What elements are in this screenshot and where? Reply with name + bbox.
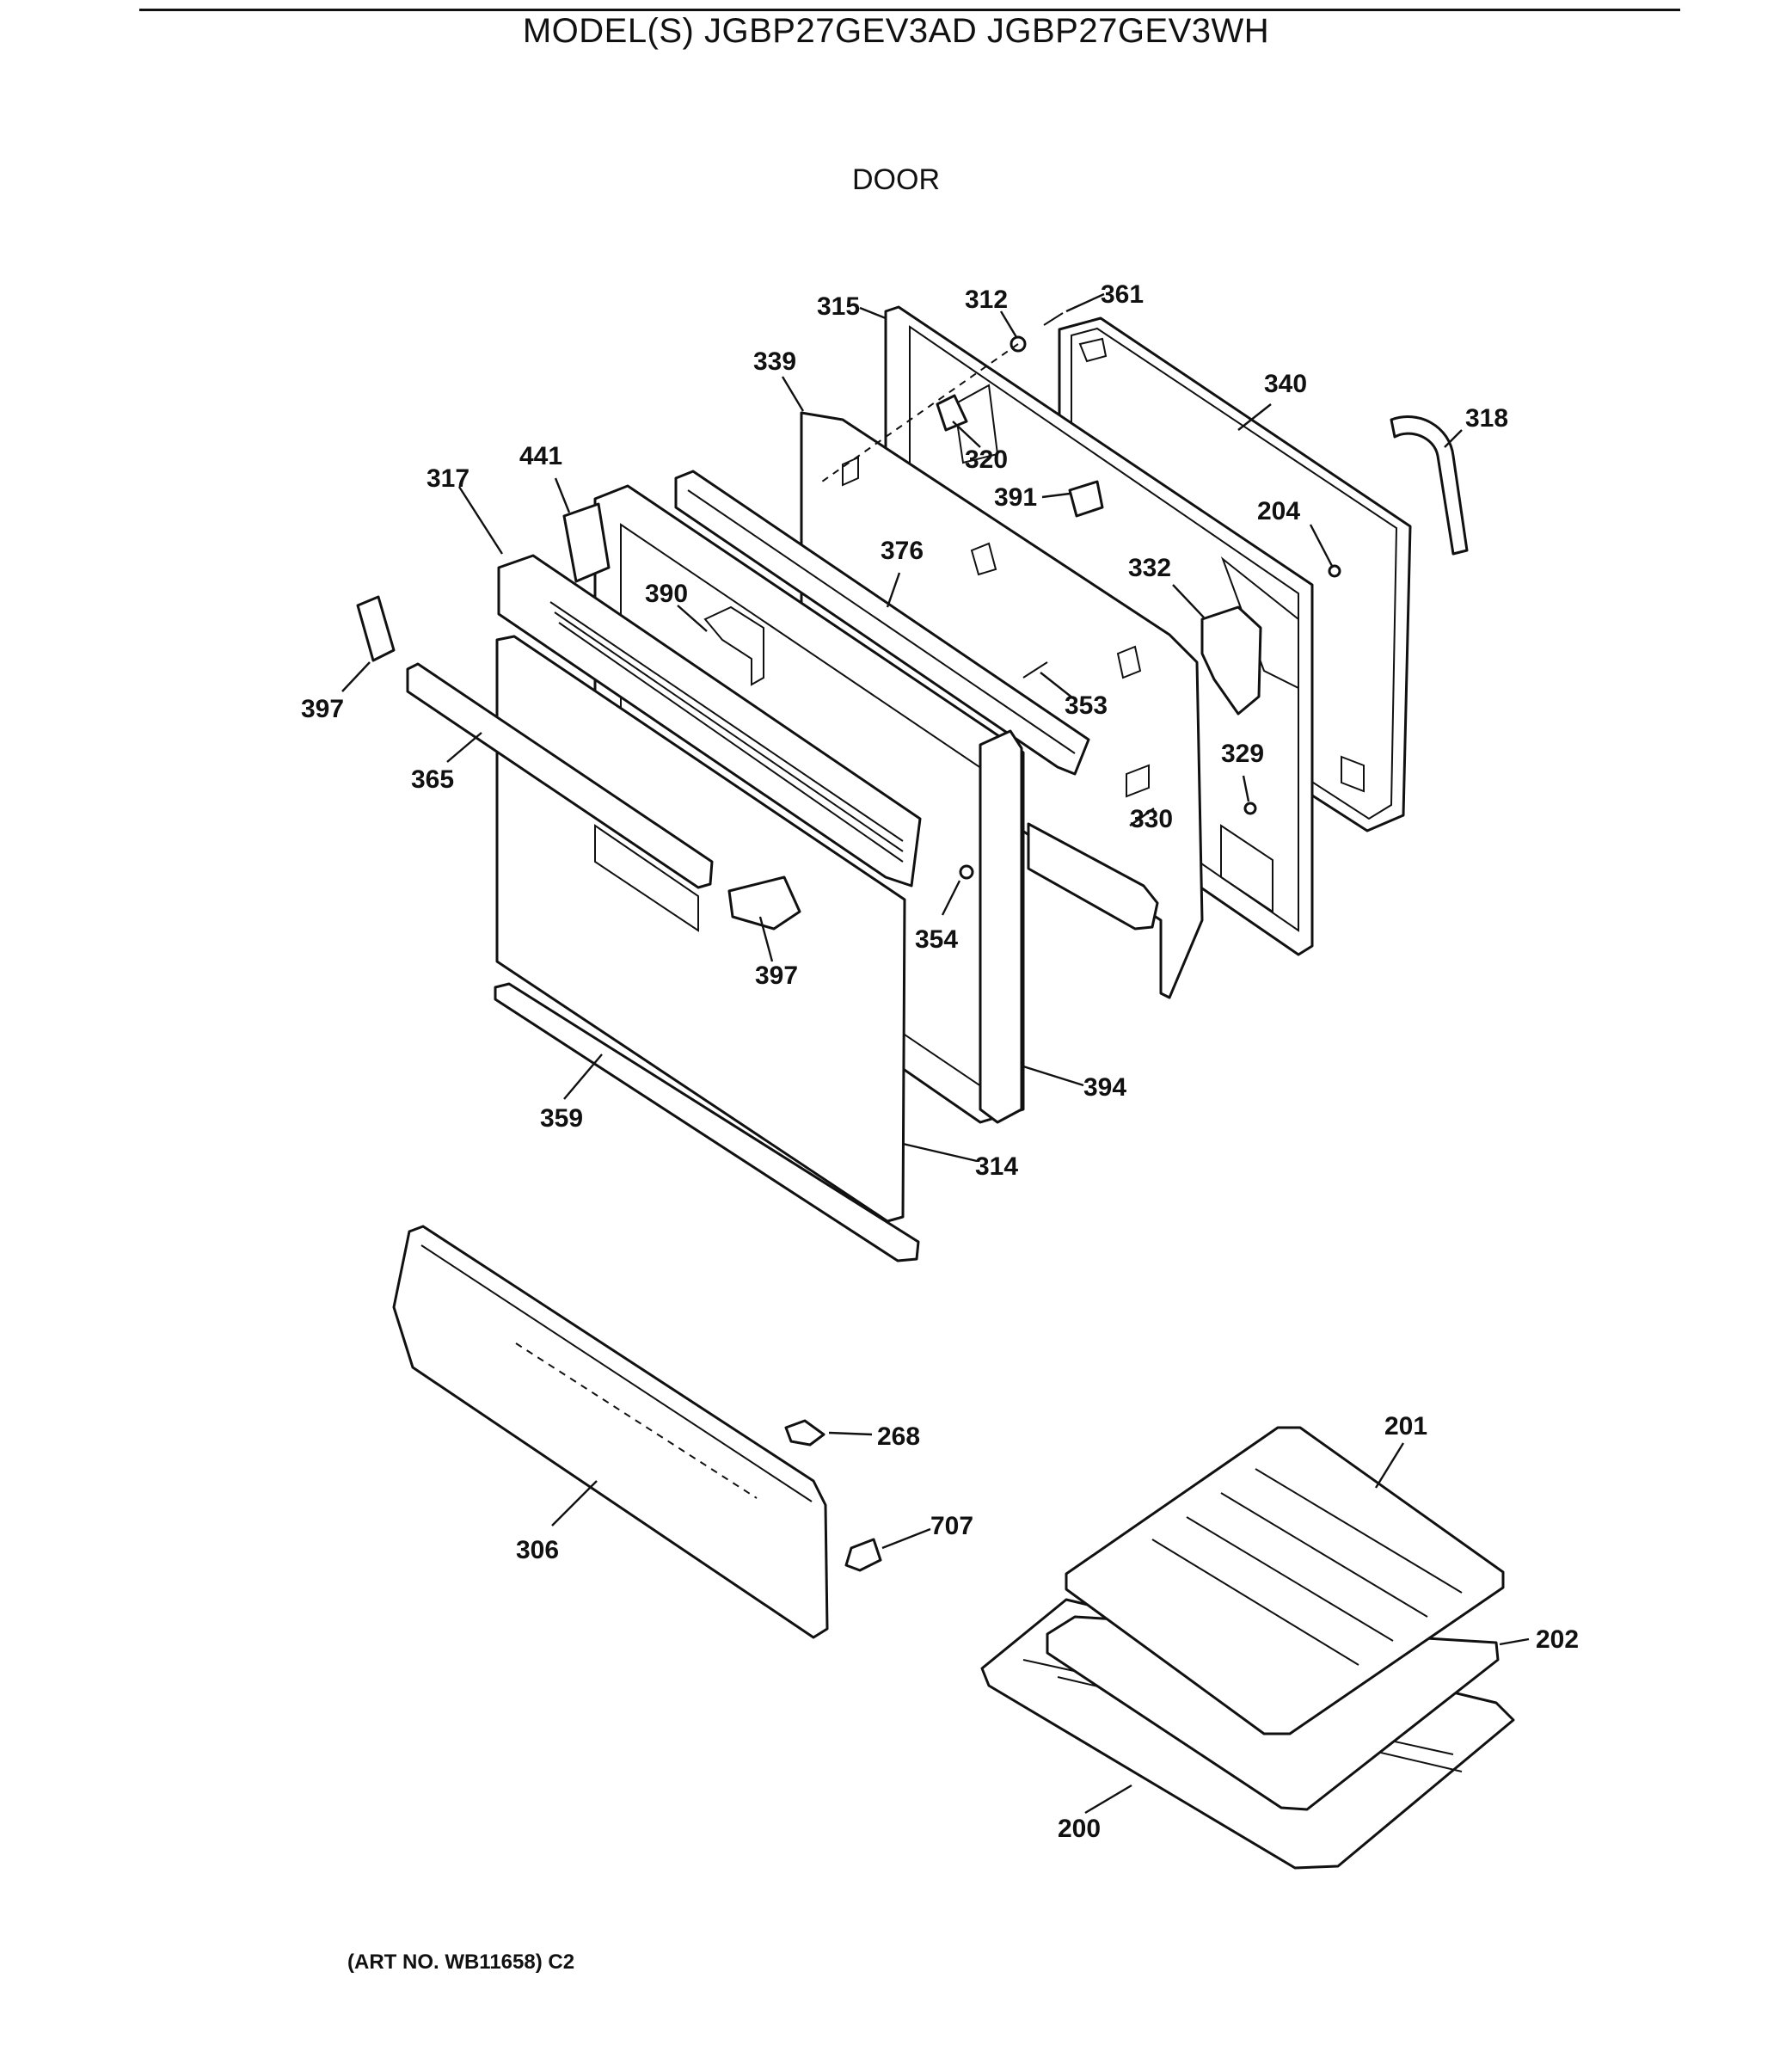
- callout-707: 707: [930, 1512, 973, 1540]
- leader-lines: [341, 292, 1530, 1815]
- callout-315: 315: [817, 292, 860, 321]
- callout-397-lower: 397: [755, 961, 798, 990]
- screw-353-part: [1022, 661, 1048, 679]
- top-rule: [139, 9, 1680, 11]
- bottom-trim-part: [494, 982, 920, 1262]
- baffle-part: [1027, 822, 1159, 931]
- screw-329-part: [1243, 802, 1257, 815]
- model-title: MODEL(S) JGBP27GEV3AD JGBP27GEV3WH: [522, 12, 1270, 50]
- callout-201: 201: [1384, 1412, 1427, 1440]
- callout-339: 339: [753, 347, 796, 376]
- drawer-bracket-268-part: [784, 1419, 825, 1447]
- side-trim-part: [979, 729, 1023, 1124]
- vent-channel-part: [674, 470, 1090, 776]
- handle-endcap-lower-part: [727, 875, 801, 931]
- callout-391: 391: [994, 483, 1037, 512]
- callout-441: 441: [519, 442, 562, 470]
- callout-394: 394: [1083, 1073, 1126, 1102]
- callout-329: 329: [1221, 740, 1264, 768]
- callout-317: 317: [427, 464, 469, 493]
- callout-200: 200: [1058, 1815, 1101, 1843]
- callout-312: 312: [965, 286, 1008, 314]
- clip-320-part: [936, 394, 968, 432]
- callout-320: 320: [965, 445, 1008, 474]
- art-number: (ART NO. WB11658) C2: [347, 1950, 575, 1974]
- top-vent-trim-part: [497, 554, 922, 888]
- hinge-bracket-part: [562, 502, 611, 583]
- screw-354-part: [959, 864, 974, 880]
- door-glass-outer-part: [495, 635, 906, 1223]
- callout-268: 268: [877, 1422, 920, 1451]
- callout-361: 361: [1101, 280, 1144, 309]
- callout-376: 376: [881, 537, 924, 565]
- screw-361-part: [1043, 312, 1064, 326]
- drawer-clip-707-part: [844, 1538, 882, 1572]
- callout-204: 204: [1257, 497, 1300, 525]
- callout-353: 353: [1065, 691, 1108, 720]
- handle-insulation-part: [1390, 415, 1469, 556]
- callout-202: 202: [1536, 1625, 1579, 1654]
- section-title: DOOR: [852, 163, 940, 196]
- clip-391-part: [1068, 480, 1104, 518]
- callout-390: 390: [645, 580, 688, 608]
- handle-endcap-upper-part: [356, 595, 396, 662]
- callout-318: 318: [1465, 404, 1508, 433]
- screw-204-part: [1328, 564, 1341, 578]
- callout-340: 340: [1264, 370, 1307, 398]
- callout-332: 332: [1128, 554, 1171, 582]
- drawer-front-part: [392, 1225, 829, 1639]
- fastener-axis-line: [821, 343, 1019, 482]
- door-handle-part: [406, 662, 714, 889]
- broiler-grid-part: [1065, 1426, 1505, 1735]
- callout-330: 330: [1130, 805, 1173, 833]
- callout-354: 354: [915, 925, 958, 954]
- callout-labels: 315 312 361 339 340 318 441 317 320 391 …: [301, 280, 1579, 1843]
- callout-314: 314: [975, 1152, 1018, 1181]
- insulation-block-part: [1200, 605, 1262, 716]
- callout-397-left: 397: [301, 695, 344, 723]
- callout-359: 359: [540, 1104, 583, 1133]
- callout-306: 306: [516, 1536, 559, 1564]
- callout-365: 365: [411, 765, 454, 794]
